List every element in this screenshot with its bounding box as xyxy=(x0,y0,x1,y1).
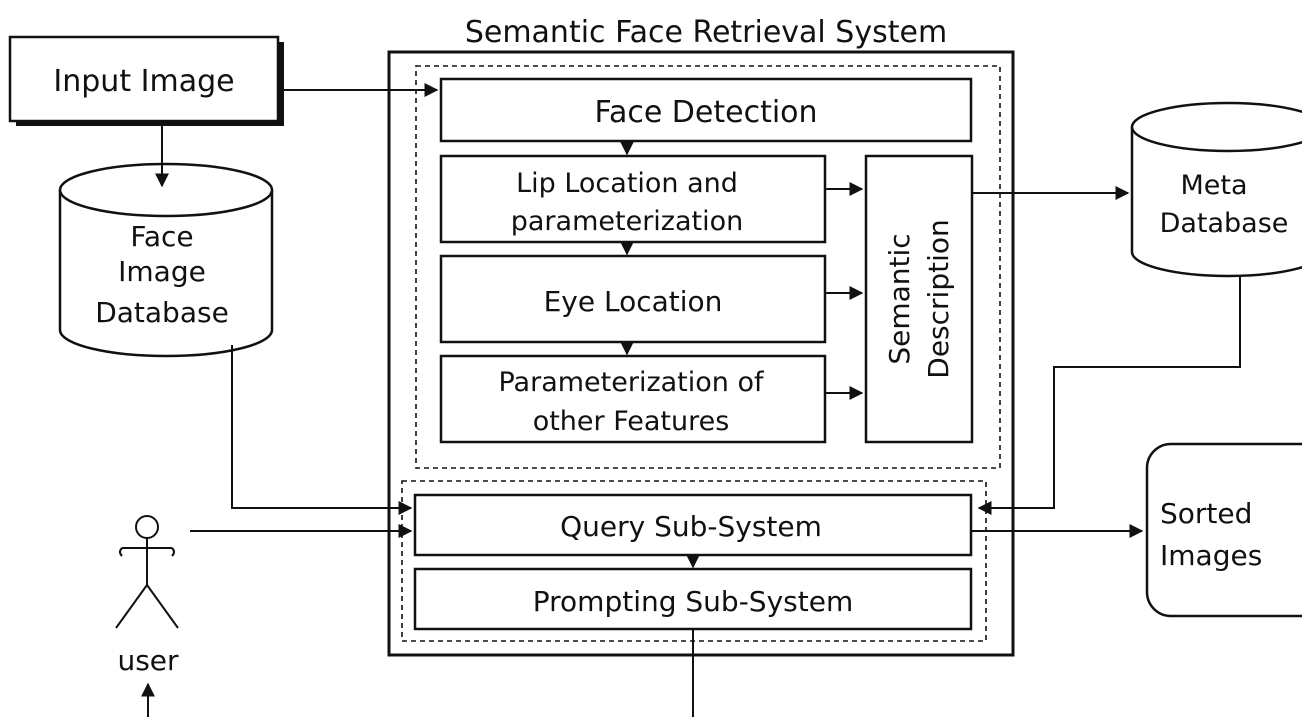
lip-location-box xyxy=(439,154,827,244)
user-label: user xyxy=(117,644,179,677)
meta-database: Meta Database xyxy=(1130,101,1302,278)
other-features-box xyxy=(439,354,827,444)
face-db-line-1: Face xyxy=(130,220,193,253)
input-image-node: Input Image xyxy=(8,35,284,126)
edge-facedb-to-query xyxy=(231,345,413,515)
face-db-line-2: Image xyxy=(118,255,206,288)
other-features-line-2: other Features xyxy=(533,406,730,437)
user-actor-icon xyxy=(115,515,179,629)
query-subsystem-label: Query Sub-System xyxy=(560,510,822,543)
semantic-description-box xyxy=(864,154,974,444)
face-detection-box xyxy=(439,77,973,143)
analysis-subsystem-region xyxy=(415,65,1001,469)
query-subsystem-box xyxy=(413,493,973,557)
face-db-line-3: Database xyxy=(95,296,229,329)
system-boundary xyxy=(387,50,1015,657)
sorted-images-line-2: Images xyxy=(1160,539,1262,572)
lip-label-line-1: Lip Location and xyxy=(516,168,738,199)
prompting-subsystem-label: Prompting Sub-System xyxy=(533,585,853,618)
face-detection-label: Face Detection xyxy=(594,95,817,130)
connectors xyxy=(141,83,1241,717)
semantic-label-line-1: Semantic xyxy=(883,233,916,364)
meta-db-line-2: Database xyxy=(1160,208,1289,239)
other-features-line-1: Parameterization of xyxy=(498,367,765,398)
eye-location-label: Eye Location xyxy=(544,285,723,318)
lip-label-line-2: parameterization xyxy=(511,206,743,237)
sorted-images-node: Sorted Images xyxy=(1145,442,1302,618)
eye-location-box xyxy=(439,254,827,344)
face-image-database: Face Image Database xyxy=(58,162,274,358)
meta-db-line-1: Meta xyxy=(1180,170,1247,201)
system-title: Semantic Face Retrieval System xyxy=(465,15,947,50)
edge-metadb-to-query xyxy=(977,276,1241,515)
input-image-label: Input Image xyxy=(53,64,234,99)
semantic-label-line-2: Description xyxy=(922,219,955,378)
sorted-images-line-1: Sorted xyxy=(1160,497,1252,530)
